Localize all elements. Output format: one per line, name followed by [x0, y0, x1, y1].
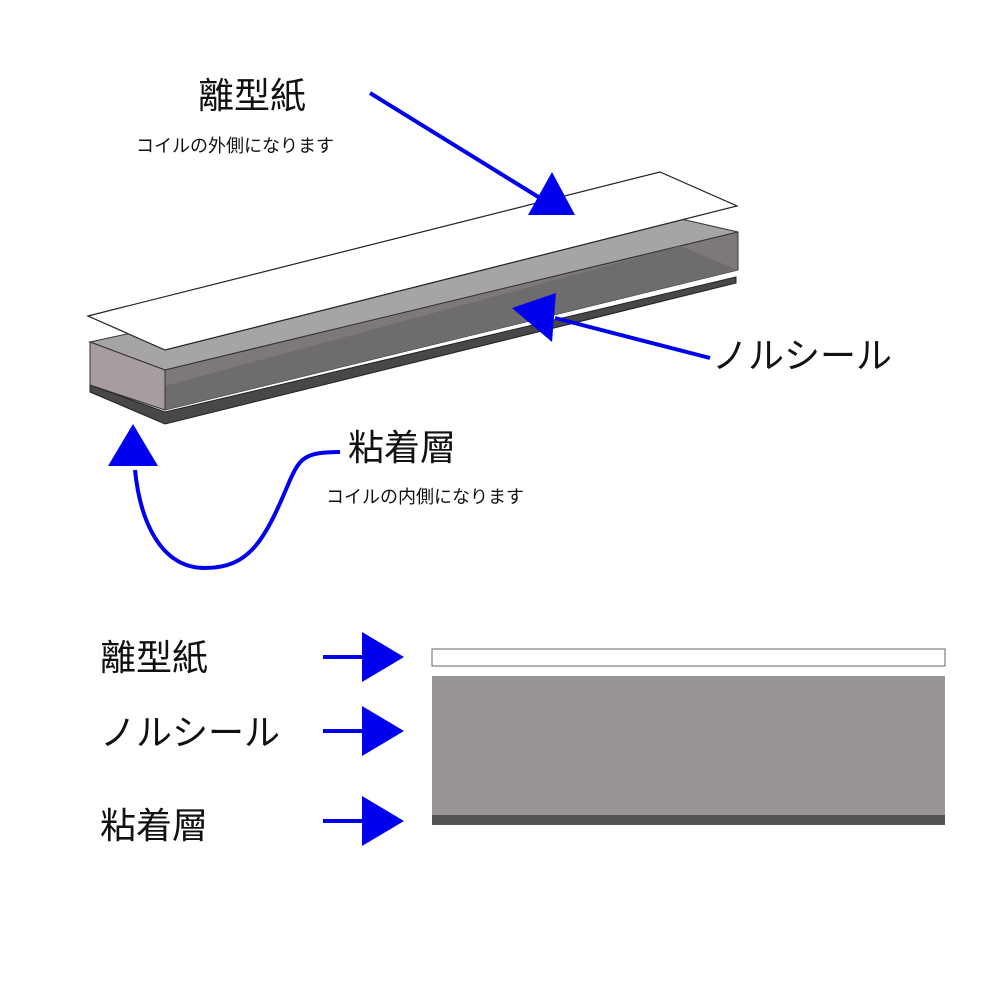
bottom-arrows: [323, 632, 404, 846]
cross-release-paper: [431, 648, 946, 667]
adhesive-layer-3d: [89, 276, 737, 425]
cross-label-adhesive: 粘着層: [100, 806, 208, 847]
arrow-release-paper-head: [528, 172, 575, 215]
release-paper-sheet: [86, 171, 739, 351]
note-release-paper: コイルの外側になります: [136, 136, 334, 157]
seal-end-face: [89, 341, 166, 411]
cross-nol-seal: [432, 676, 945, 815]
cross-section: [431, 648, 946, 825]
cross-label-release-paper: 離型紙: [100, 638, 208, 679]
seal-front-shade: [165, 246, 738, 410]
arrow-adhesive-head: [108, 424, 158, 466]
top-arrows: [108, 91, 711, 571]
label-nol-seal: ノルシール: [712, 336, 892, 377]
arrow-nol-seal: [554, 316, 711, 360]
arrow-nol-seal-head: [512, 293, 556, 342]
arrow-release-paper: [368, 91, 542, 200]
note-adhesive: コイルの内側になります: [326, 487, 524, 508]
strip-3d: [86, 171, 739, 425]
cross-label-nol-seal: ノルシール: [100, 713, 280, 754]
label-adhesive: 粘着層: [348, 428, 456, 469]
cross-arrow-nol-seal-head: [362, 706, 404, 756]
label-release-paper: 離型紙: [198, 76, 306, 117]
cross-arrow-adhesive-head: [362, 796, 404, 846]
arrow-adhesive: [133, 450, 341, 571]
cross-arrow-release-paper-head: [362, 632, 404, 682]
cross-adhesive: [432, 815, 945, 825]
